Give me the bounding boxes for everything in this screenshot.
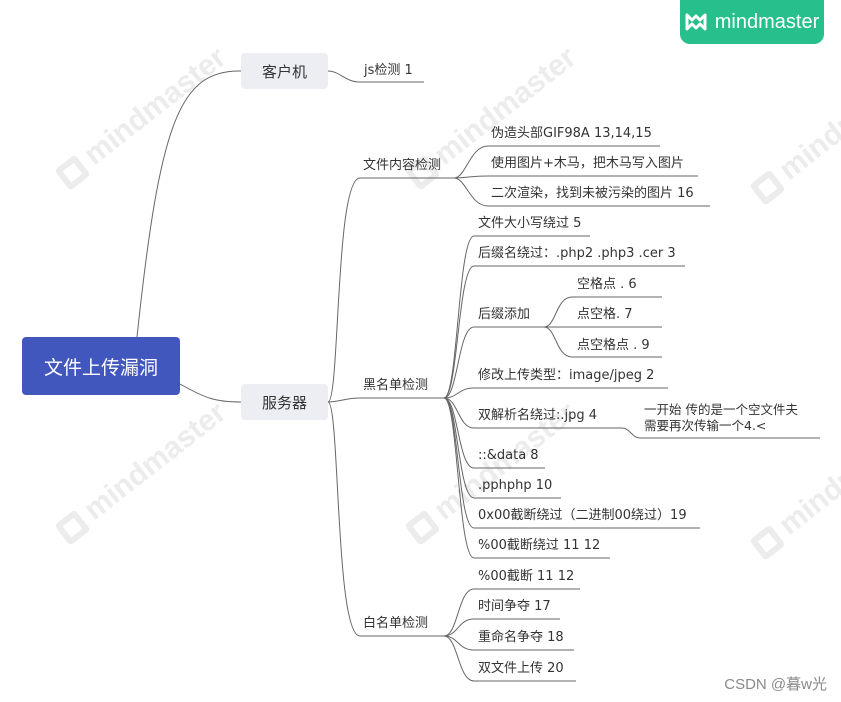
- suffix-add-item[interactable]: 点空格. 7: [577, 307, 633, 322]
- whitelist-item[interactable]: 时间争夺 17: [478, 599, 551, 614]
- blacklist-item[interactable]: %00截断绕过 11 12: [478, 538, 601, 553]
- topic-whitelist[interactable]: 白名单检测: [363, 616, 429, 631]
- blacklist-item-suffix-add[interactable]: 后缀添加: [478, 307, 531, 322]
- whitelist-item[interactable]: 双文件上传 20: [478, 661, 564, 676]
- suffix-add-item[interactable]: 点空格点 . 9: [577, 338, 650, 353]
- blacklist-item[interactable]: 0x00截断绕过（二进制00绕过）19: [478, 508, 687, 523]
- suffix-add-item[interactable]: 空格点 . 6: [577, 277, 637, 292]
- connector-server-blacklist: [327, 397, 361, 403]
- blacklist-item-double-parse[interactable]: 双解析名绕过:.jpg 4: [478, 408, 598, 423]
- whitelist-item[interactable]: 重命名争夺 18: [478, 630, 564, 645]
- double-parse-note-line[interactable]: 需要再次传输一个4.<: [644, 418, 767, 433]
- blacklist-item[interactable]: 后缀名绕过：.php2 .php3 .cer 3: [478, 246, 676, 261]
- connector-root-client: [136, 70, 242, 338]
- mindmaster-logo-icon: [685, 13, 707, 31]
- blacklist-item[interactable]: 文件大小写绕过 5: [478, 216, 582, 231]
- topic-server[interactable]: 服务器: [241, 384, 328, 420]
- blacklist-item[interactable]: 修改上传类型：image/jpeg 2: [478, 368, 655, 383]
- content-item[interactable]: 使用图片+木马，把木马写入图片: [491, 156, 684, 171]
- double-parse-note-line[interactable]: 一开始 传的是一个空文件夫: [644, 402, 798, 417]
- root-topic[interactable]: 文件上传漏洞: [22, 337, 180, 395]
- blacklist-item[interactable]: ::&data 8: [478, 448, 539, 463]
- mindmaster-brand-badge: mindmaster: [680, 0, 824, 44]
- csdn-credit: CSDN @暮w光: [724, 676, 827, 693]
- content-item[interactable]: 二次渲染，找到未被污染的图片 16: [491, 186, 694, 201]
- connector-root-server: [179, 383, 242, 403]
- client-item-js[interactable]: js检测 1: [364, 63, 413, 78]
- topic-blacklist[interactable]: 黑名单检测: [363, 378, 429, 393]
- content-item[interactable]: 伪造头部GIF98A 13,14,15: [491, 126, 652, 141]
- topic-client[interactable]: 客户机: [241, 53, 328, 89]
- connector-server-whitelist: [327, 401, 361, 637]
- connector-client-js: [327, 70, 361, 83]
- brand-name: mindmaster: [714, 10, 820, 33]
- connector-server-content: [327, 177, 361, 403]
- topic-content-check[interactable]: 文件内容检测: [363, 158, 442, 173]
- blacklist-item[interactable]: .pphphp 10: [478, 478, 553, 493]
- whitelist-item[interactable]: %00截断 11 12: [478, 569, 575, 584]
